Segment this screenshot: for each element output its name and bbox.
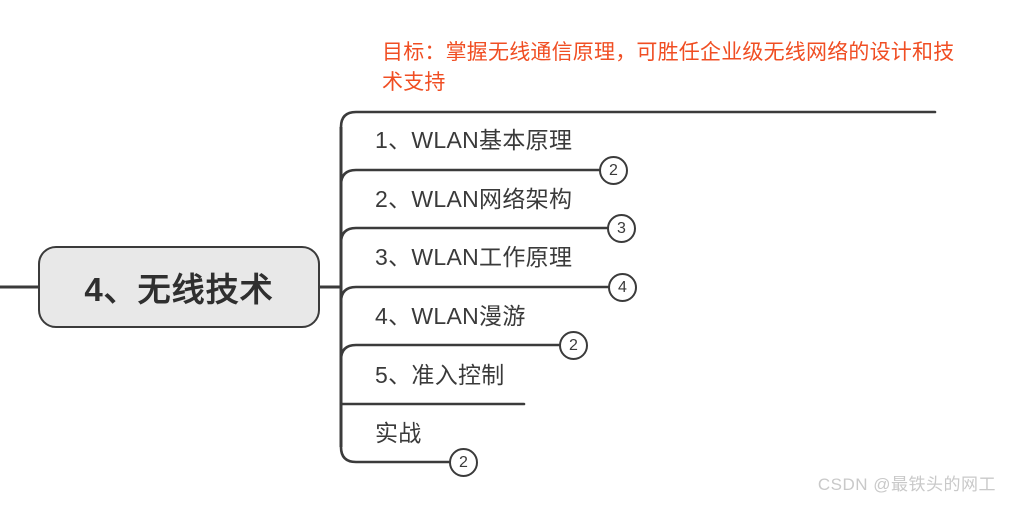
branch-label-2[interactable]: 2、WLAN网络架构 [375, 186, 573, 212]
branch-label-4[interactable]: 4、WLAN漫游 [375, 303, 526, 329]
root-node-label: 4、无线技术 [84, 271, 274, 308]
branch-label-1[interactable]: 1、WLAN基本原理 [375, 127, 573, 153]
branch-line-1 [339, 110, 937, 129]
branch-line-5 [339, 343, 561, 362]
branch-label-5[interactable]: 5、准入控制 [375, 362, 505, 388]
branch-line-7 [339, 445, 451, 464]
branch-badge-3[interactable]: 4 [608, 273, 637, 302]
branch-line-2 [339, 168, 601, 187]
root-node[interactable]: 4、无线技术 [38, 246, 320, 328]
branch-badge-6[interactable]: 2 [449, 448, 478, 477]
branch-badge-2[interactable]: 3 [607, 214, 636, 243]
branch-label-6[interactable]: 实战 [375, 420, 422, 446]
branch-label-3[interactable]: 3、WLAN工作原理 [375, 244, 573, 270]
branch-line-3 [339, 226, 609, 245]
watermark: CSDN @最铁头的网工 [817, 475, 996, 494]
branch-badge-4[interactable]: 2 [559, 331, 588, 360]
goal-text: 目标：掌握无线通信原理，可胜任企业级无线网络的设计和技术支持 [382, 41, 955, 94]
branch-line-4 [339, 285, 610, 304]
branch-badge-1[interactable]: 2 [599, 156, 628, 185]
